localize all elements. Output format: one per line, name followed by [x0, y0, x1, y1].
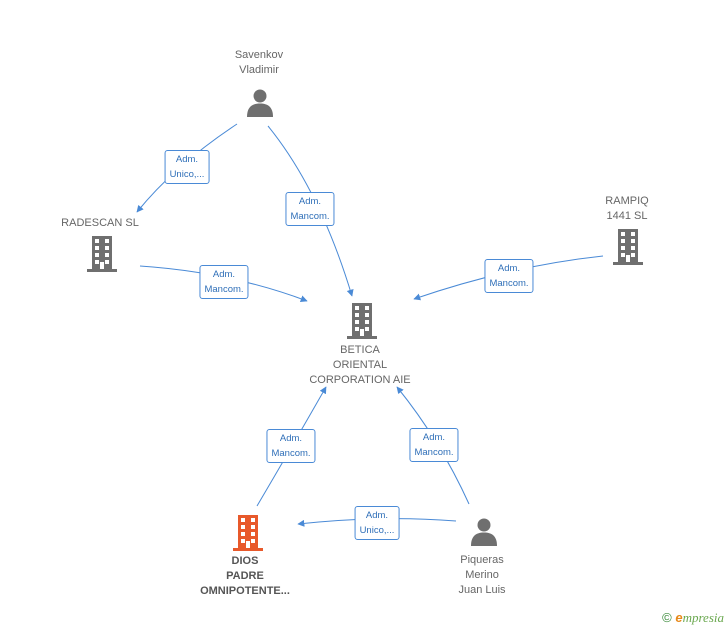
edge-label-radescan-betica[interactable]: Adm. Mancom. [199, 265, 249, 299]
copyright-brand: © empresia [662, 610, 724, 626]
copyright-icon: © [662, 610, 672, 625]
building-icon-highlighted[interactable] [233, 515, 263, 551]
edge-label-dios-betica[interactable]: Adm. Mancom. [266, 429, 316, 463]
node-label-savenkov: Savenkov Vladimir [234, 49, 284, 76]
person-icon[interactable] [246, 88, 274, 118]
node-label-piqueras: Piqueras Merino Juan Luis [458, 554, 506, 596]
node-label-betica: BETICA ORIENTAL CORPORATION AIE [309, 344, 411, 386]
node-label-rampiq: RAMPIQ 1441 SL [605, 195, 649, 222]
building-icon[interactable] [613, 229, 643, 265]
edge-label-savenkov-betica[interactable]: Adm. Mancom. [285, 192, 335, 226]
node-label-dios: DIOS PADRE OMNIPOTENTE... [200, 555, 290, 597]
node-label-radescan: RADESCAN SL [61, 217, 139, 229]
brand-initial: e [675, 610, 683, 625]
person-icon[interactable] [470, 517, 498, 547]
building-icon[interactable] [347, 303, 377, 339]
edge-label-piqueras-betica[interactable]: Adm. Mancom. [409, 428, 459, 462]
edge-label-rampiq-betica[interactable]: Adm. Mancom. [484, 259, 534, 293]
edge-label-piqueras-dios[interactable]: Adm. Unico,... [354, 506, 400, 540]
edge-label-savenkov-radescan[interactable]: Adm. Unico,... [164, 150, 210, 184]
brand-name: mpresia [682, 610, 724, 625]
building-icon[interactable] [87, 236, 117, 272]
